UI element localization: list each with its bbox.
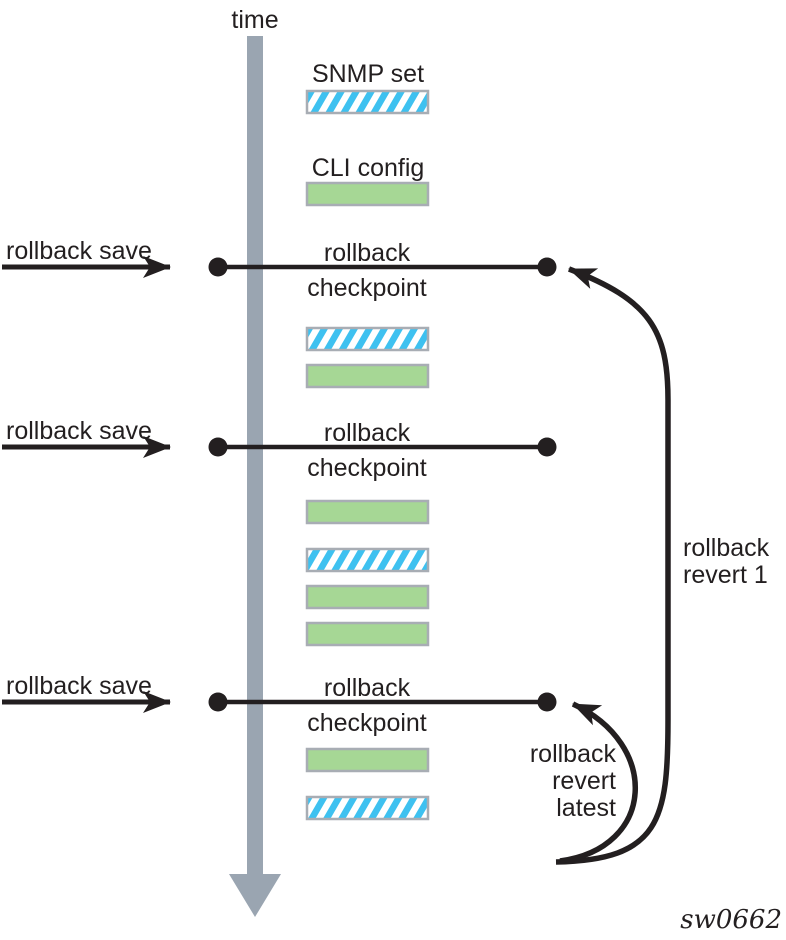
- checkpoint-label-line1: rollback: [324, 674, 411, 702]
- cli-config-box: [305, 621, 430, 647]
- rollback-save-label: rollback save: [6, 672, 152, 700]
- rollback-revert-latest-label-line1: rollback: [530, 740, 617, 768]
- rollback-revert-1-label-line2: revert 1: [683, 561, 768, 589]
- snmp-set-box: [305, 326, 430, 352]
- cli-config-box: [305, 747, 430, 773]
- snmp-set-box: [305, 89, 430, 115]
- checkpoint-left-dot: [208, 692, 228, 712]
- rollback-revert-1-arrow: [555, 266, 671, 865]
- cli-config-label: CLI config: [312, 154, 425, 182]
- checkpoint-label-line2: checkpoint: [307, 709, 427, 737]
- cli-config-box: [305, 363, 430, 389]
- checkpoint-label-line2: checkpoint: [307, 454, 427, 482]
- rollback-revert-latest-label-line3: latest: [556, 794, 616, 822]
- snmp-set-box: [305, 795, 430, 821]
- time-axis-label: time: [231, 6, 278, 34]
- checkpoint-left-dot: [208, 437, 228, 457]
- checkpoint-left-dot: [208, 257, 228, 277]
- rollback-revert-latest-label-line2: revert: [552, 767, 616, 795]
- timeline-arrowhead-icon: [229, 874, 281, 917]
- checkpoint-right-dot: [537, 257, 557, 277]
- cli-config-box: [305, 499, 430, 525]
- checkpoint-label-line2: checkpoint: [307, 274, 427, 302]
- timeline-arrow: [229, 36, 281, 917]
- rollback-save-label: rollback save: [6, 237, 152, 265]
- checkpoint-label-line1: rollback: [324, 239, 411, 267]
- rollback-revert-latest-arrow: [559, 701, 638, 864]
- rollback-revert-1-label-line1: rollback: [683, 534, 770, 562]
- checkpoint-row-1: rollback save rollback checkpoint: [2, 237, 557, 302]
- checkpoint-right-dot: [537, 437, 557, 457]
- checkpoint-row-3: rollback save rollback checkpoint: [2, 672, 557, 737]
- snmp-set-box: [305, 547, 430, 573]
- rollback-save-label: rollback save: [6, 417, 152, 445]
- timeline-bar: [247, 36, 263, 876]
- cli-config-box: [305, 181, 430, 207]
- figure-id: sw0662: [680, 905, 782, 935]
- checkpoint-row-2: rollback save rollback checkpoint: [2, 417, 557, 482]
- snmp-set-label: SNMP set: [312, 60, 424, 88]
- checkpoint-label-line1: rollback: [324, 419, 411, 447]
- checkpoint-right-dot: [537, 692, 557, 712]
- cli-config-box: [305, 584, 430, 610]
